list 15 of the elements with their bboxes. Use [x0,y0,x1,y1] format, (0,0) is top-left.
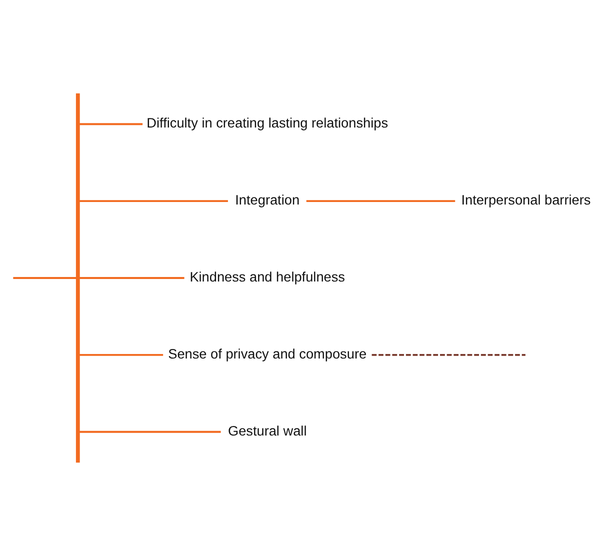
node-text: Gestural wall [228,424,307,439]
node-text: Interpersonal barriers [461,192,591,208]
connector [13,277,76,279]
node-text: Sense of privacy and composure [168,346,367,362]
connector [80,354,164,356]
node-bar [76,93,80,463]
connector [80,200,228,202]
node-text: Integration [235,192,300,208]
node-text: Difficulty in creating lasting relationships [146,116,388,131]
connector [306,200,456,202]
connector [80,123,143,126]
connector [372,354,526,356]
connector [80,277,184,279]
connector [80,430,221,433]
node-text: Kindness and helpfulness [190,270,345,285]
